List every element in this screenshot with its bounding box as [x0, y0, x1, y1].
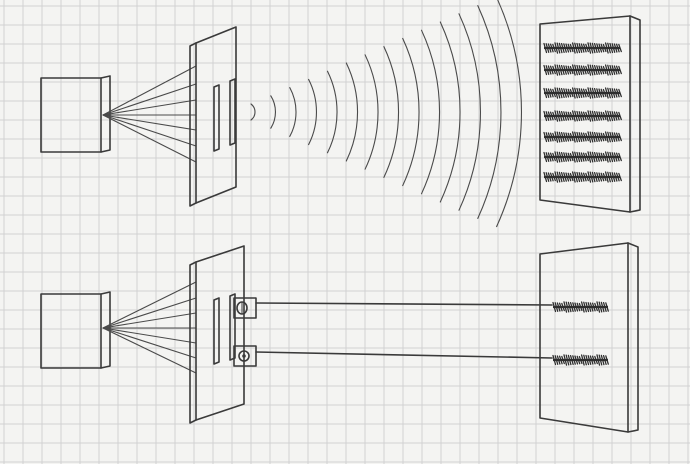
wave-arc	[402, 37, 420, 187]
wave-arc	[326, 70, 338, 154]
wave-arc	[289, 87, 297, 137]
wave-arc	[364, 54, 379, 170]
interference-band	[543, 131, 622, 143]
top-source-box	[40, 75, 111, 153]
wave-arc	[496, 0, 523, 228]
interference-band	[543, 64, 622, 76]
wave-arc	[458, 13, 482, 211]
interference-band	[543, 87, 622, 99]
top-beam-rays	[102, 65, 197, 163]
wave-arc	[383, 46, 400, 178]
two-band-pattern	[552, 301, 609, 366]
bottom-slit-barrier	[189, 245, 245, 424]
wave-arc	[477, 5, 502, 219]
top-detection-screen	[539, 15, 641, 213]
interference-bands	[543, 42, 622, 183]
which-path-detector-lower	[233, 345, 257, 367]
top-setup	[40, 0, 641, 228]
wave-arc	[308, 78, 318, 146]
detected-band	[552, 354, 609, 366]
wave-arc	[250, 103, 256, 121]
bottom-beam-rays	[102, 281, 197, 374]
wave-arc	[420, 29, 441, 195]
bottom-source-box	[40, 291, 111, 369]
which-path-detector-upper	[233, 297, 257, 319]
wave-arc	[439, 21, 461, 203]
particle-path-lines	[255, 302, 553, 359]
interference-band	[543, 151, 622, 163]
interference-band	[543, 110, 622, 122]
interference-band	[543, 171, 622, 183]
wave-fronts	[250, 0, 523, 228]
interference-band	[543, 42, 622, 54]
wave-arc	[270, 95, 277, 129]
detected-band	[552, 301, 609, 313]
bottom-detection-screen	[539, 242, 639, 433]
top-slit-barrier	[189, 26, 237, 207]
bottom-setup	[40, 242, 639, 433]
wave-arc	[345, 62, 359, 162]
